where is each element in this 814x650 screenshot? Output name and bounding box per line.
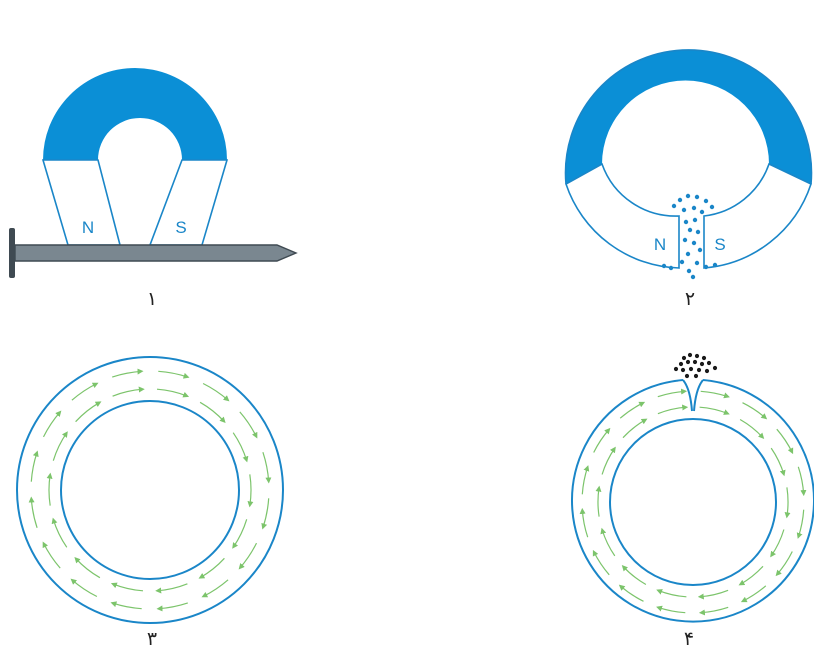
field-line-arrow bbox=[742, 402, 768, 420]
field-line-arrow bbox=[657, 388, 688, 398]
slit-edge bbox=[682, 379, 704, 412]
field-line-arrow bbox=[201, 579, 229, 598]
field-line-arrow bbox=[776, 428, 794, 455]
field-line-arrow bbox=[775, 551, 793, 577]
field-line-arrow bbox=[656, 589, 687, 598]
figure-2-number: ۲ bbox=[685, 288, 695, 310]
field-line-arrow bbox=[700, 390, 730, 399]
field-line-arrow bbox=[112, 368, 144, 378]
field-line-arrow bbox=[770, 447, 786, 477]
south-pole-label: S bbox=[175, 218, 186, 237]
field-line-arrow bbox=[158, 370, 190, 379]
ring-inner-edge bbox=[609, 418, 777, 586]
figure-4-ring-with-slit: ۴ bbox=[571, 352, 814, 650]
field-line-arrow bbox=[622, 418, 648, 439]
ring-outer-edge bbox=[16, 356, 284, 624]
field-line-arrow bbox=[698, 606, 729, 616]
field-line-arrow bbox=[739, 418, 765, 440]
field-line-arrow bbox=[797, 466, 807, 497]
field-line-arrow bbox=[156, 388, 190, 398]
field-line-arrow bbox=[601, 446, 616, 475]
field-line-arrow bbox=[796, 509, 805, 539]
field-line-arrow bbox=[71, 382, 99, 401]
iron-filings-blue bbox=[661, 193, 718, 280]
figure-1-number: ۱ bbox=[147, 288, 157, 310]
field-line-arrow bbox=[52, 431, 68, 461]
field-line-arrow bbox=[232, 432, 249, 463]
nail-head bbox=[9, 228, 15, 278]
field-line-arrow bbox=[155, 583, 188, 594]
field-line-arrow bbox=[738, 565, 764, 586]
field-line-arrow bbox=[656, 605, 686, 614]
magnet-leg-south bbox=[148, 159, 229, 246]
field-line-arrow bbox=[232, 519, 248, 549]
ring-outer-edge bbox=[571, 379, 814, 623]
field-line-arrow bbox=[156, 602, 188, 612]
field-lines bbox=[28, 368, 272, 612]
field-line-arrow bbox=[28, 496, 38, 528]
field-line-arrow bbox=[199, 401, 226, 424]
field-line-arrow bbox=[579, 507, 589, 538]
field-line-arrow bbox=[595, 485, 602, 517]
horseshoe-magnet-body bbox=[43, 68, 227, 160]
field-line-arrow bbox=[75, 401, 102, 423]
field-line-arrow bbox=[600, 527, 616, 557]
field-line-arrow bbox=[46, 472, 53, 506]
field-line-arrow bbox=[657, 404, 689, 415]
field-line-arrow bbox=[202, 382, 230, 402]
field-line-arrow bbox=[42, 541, 61, 569]
iron-filings-black bbox=[673, 352, 718, 379]
field-line-arrow bbox=[51, 517, 68, 548]
ring-magnet-body bbox=[565, 49, 812, 184]
field-line-arrow bbox=[70, 578, 98, 598]
field-line-arrow bbox=[699, 406, 730, 415]
nail bbox=[9, 228, 298, 278]
field-line-arrow bbox=[621, 564, 647, 586]
field-line-arrow bbox=[42, 410, 62, 438]
field-line-arrow bbox=[74, 556, 101, 579]
field-line-arrow bbox=[110, 582, 144, 592]
field-line-arrow bbox=[581, 465, 590, 495]
figure-4-number: ۴ bbox=[684, 628, 694, 650]
nail-shaft bbox=[14, 244, 298, 262]
north-pole-label: N bbox=[82, 218, 94, 237]
field-line-arrow bbox=[110, 601, 142, 610]
field-line-arrow bbox=[262, 452, 272, 484]
field-line-arrow bbox=[770, 529, 785, 558]
south-pole-label: S bbox=[714, 235, 725, 254]
field-line-arrow bbox=[740, 585, 767, 603]
ring-outline bbox=[564, 49, 813, 185]
field-line-arrow bbox=[618, 584, 644, 602]
field-line-arrow bbox=[784, 487, 791, 519]
figure-3-closed-ring: ۳ bbox=[16, 356, 284, 650]
field-line-arrow bbox=[112, 386, 145, 397]
field-line-arrow bbox=[239, 411, 258, 439]
field-line-arrow bbox=[261, 498, 270, 530]
ring-magnet-lower-section bbox=[565, 162, 680, 269]
north-pole-label: N bbox=[654, 235, 666, 254]
ring-inner-edge bbox=[60, 400, 240, 580]
figure-3-number: ۳ bbox=[147, 628, 157, 650]
field-line-arrow bbox=[697, 589, 729, 600]
field-line-arrow bbox=[238, 542, 258, 570]
figure-1-horseshoe-magnet: N S ۱ bbox=[9, 68, 298, 310]
field-lines bbox=[579, 388, 807, 616]
field-line-arrow bbox=[198, 557, 225, 579]
field-line-arrow bbox=[30, 450, 39, 482]
field-line-arrow bbox=[247, 474, 254, 508]
field-line-arrow bbox=[593, 427, 611, 453]
field-line-arrow bbox=[619, 401, 646, 419]
figure-2-ring-magnet-with-gap: N S ۲ bbox=[564, 49, 813, 310]
field-line-arrow bbox=[592, 549, 610, 576]
